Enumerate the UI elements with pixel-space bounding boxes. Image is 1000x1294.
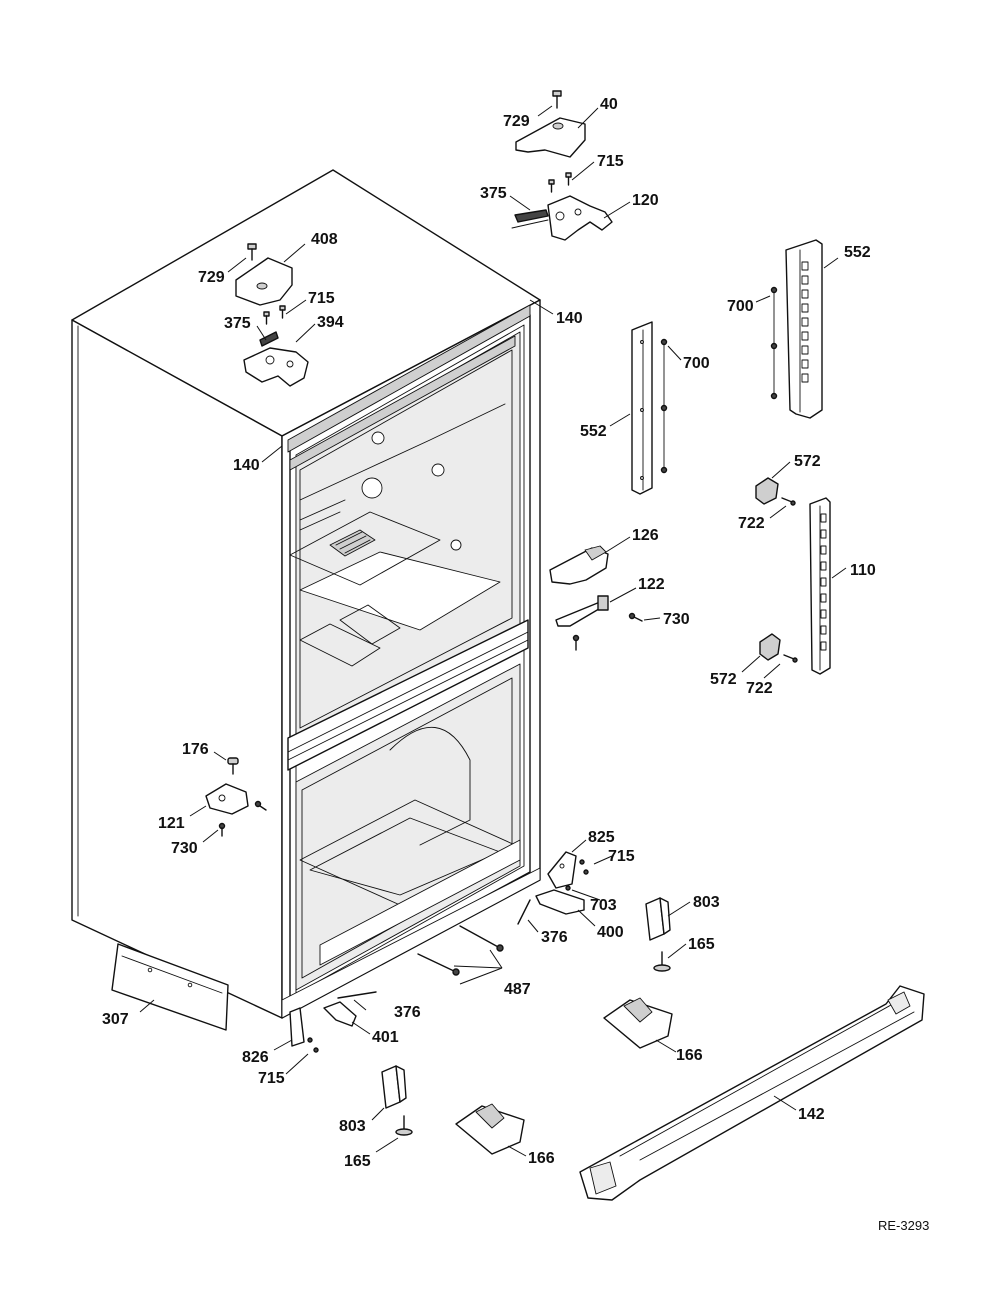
- label-394: 394: [317, 314, 344, 331]
- hinge-cover-40: [515, 117, 586, 158]
- label-375: 375: [224, 315, 251, 332]
- leader-lines: [139, 105, 847, 1157]
- label-376: 376: [541, 929, 568, 946]
- stud-176: [227, 757, 239, 775]
- screw-729-top: [552, 90, 562, 109]
- label-120: 120: [632, 192, 659, 209]
- label-176: 176: [182, 741, 209, 758]
- bracket-803-left: [381, 1065, 407, 1109]
- hinge-826: [289, 1007, 305, 1047]
- label-722: 722: [738, 515, 765, 532]
- label-826: 826: [242, 1049, 269, 1066]
- label-572: 572: [794, 453, 821, 470]
- clip-572-lower: [759, 633, 781, 661]
- label-140: 140: [556, 310, 583, 327]
- label-142: 142: [798, 1106, 825, 1123]
- leveler-165-right: [653, 951, 671, 972]
- drawing-id: RE-3293: [878, 1218, 929, 1233]
- label-715: 715: [608, 848, 635, 865]
- bracket-803-right: [645, 897, 671, 941]
- hinge-825: [547, 851, 577, 889]
- spring-376-left: [337, 991, 377, 999]
- roller-166-right: [603, 997, 673, 1049]
- hinge-121: [205, 783, 249, 815]
- label-140: 140: [233, 457, 260, 474]
- hinge-cover-126: [549, 545, 609, 585]
- screw-730-right: [628, 612, 643, 622]
- screws-715-right: [579, 859, 589, 875]
- leveler-165-left: [395, 1115, 413, 1136]
- hinge-400: [535, 889, 585, 915]
- screws-700-right: [770, 286, 778, 400]
- clip-572-upper: [755, 477, 779, 505]
- rail-552-right: [785, 239, 823, 419]
- label-165: 165: [688, 936, 715, 953]
- label-126: 126: [632, 527, 659, 544]
- label-121: 121: [158, 815, 185, 832]
- axles-487: [417, 925, 504, 976]
- label-572: 572: [710, 671, 737, 688]
- label-375: 375: [480, 185, 507, 202]
- label-715: 715: [258, 1070, 285, 1087]
- spring-376-right: [517, 899, 531, 925]
- label-703: 703: [590, 897, 617, 914]
- label-803: 803: [693, 894, 720, 911]
- label-729: 729: [198, 269, 225, 286]
- screw-unlabeled-left: [254, 800, 267, 811]
- label-408: 408: [311, 231, 338, 248]
- label-730: 730: [663, 611, 690, 628]
- air-vent: [329, 529, 376, 557]
- rail-110: [809, 497, 831, 675]
- base-rail-142: [579, 985, 925, 1201]
- rail-552-middle: [631, 321, 653, 495]
- label-376: 376: [394, 1004, 421, 1021]
- label-722: 722: [746, 680, 773, 697]
- screws-715-bottom: [307, 1037, 319, 1053]
- label-729: 729: [503, 113, 530, 130]
- label-40: 40: [600, 96, 618, 113]
- label-730: 730: [171, 840, 198, 857]
- label-487: 487: [504, 981, 531, 998]
- label-307: 307: [102, 1011, 129, 1028]
- label-166: 166: [676, 1047, 703, 1064]
- label-803: 803: [339, 1118, 366, 1135]
- hinge-394: [243, 331, 309, 387]
- label-552: 552: [580, 423, 607, 440]
- label-122: 122: [638, 576, 665, 593]
- screws-715-top: [548, 172, 572, 193]
- label-400: 400: [597, 924, 624, 941]
- label-110: 110: [850, 562, 876, 579]
- label-552: 552: [844, 244, 871, 261]
- screw-729-left: [247, 243, 257, 261]
- label-700: 700: [683, 355, 710, 372]
- screw-703: [565, 885, 571, 891]
- label-715: 715: [308, 290, 335, 307]
- screws-700-middle: [660, 338, 668, 474]
- label-700: 700: [727, 298, 754, 315]
- label-825: 825: [588, 829, 615, 846]
- screw-722-lower: [783, 654, 798, 663]
- refrigerator-cabinet: [71, 169, 541, 1019]
- screw-722-upper: [781, 497, 796, 506]
- kickplate-307: [111, 943, 229, 1031]
- screw-730-left: [218, 822, 226, 837]
- part-labels: 40 729 715 375 120 408 729 715 375 394 1…: [102, 96, 876, 1170]
- label-166: 166: [528, 1150, 555, 1167]
- label-165: 165: [344, 1153, 371, 1170]
- hinge-122: [555, 595, 609, 651]
- roller-166-left: [455, 1103, 525, 1155]
- hinge-cover-408: [235, 257, 293, 306]
- label-715: 715: [597, 153, 624, 170]
- screws-715-left: [263, 305, 286, 325]
- hinge-120: [511, 195, 613, 241]
- hinge-401: [323, 1001, 357, 1027]
- label-401: 401: [372, 1029, 399, 1046]
